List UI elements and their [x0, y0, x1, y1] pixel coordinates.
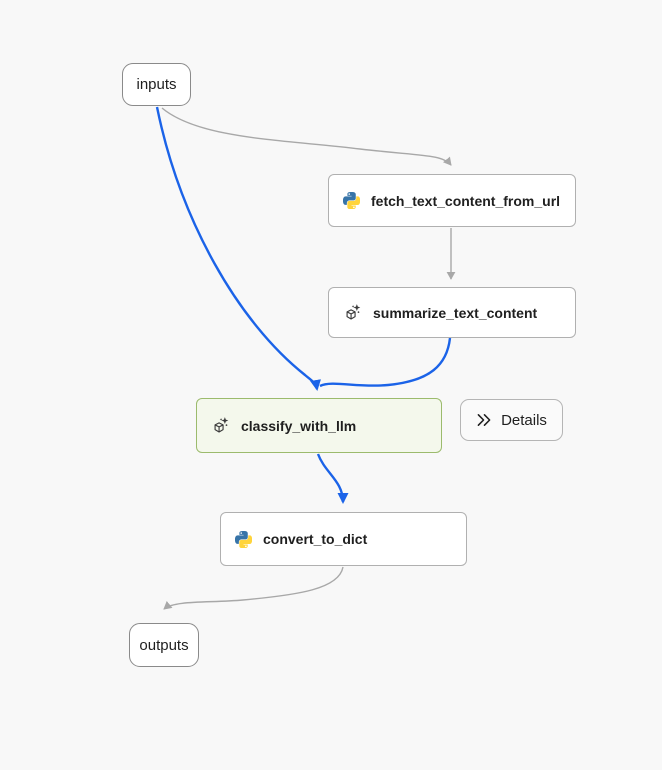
node-summarize-label: summarize_text_content — [373, 304, 538, 321]
details-button-label: Details — [501, 411, 547, 429]
details-button[interactable]: Details — [460, 399, 563, 441]
node-outputs-label: outputs — [139, 636, 189, 654]
node-fetch-text-content-from-url[interactable]: fetch_text_content_from_url — [328, 174, 576, 227]
node-fetch-label: fetch_text_content_from_url — [371, 192, 561, 209]
node-summarize-text-content[interactable]: summarize_text_content — [328, 287, 576, 338]
llm-icon — [211, 416, 230, 435]
node-classify-label: classify_with_llm — [241, 417, 357, 434]
node-inputs[interactable]: inputs — [122, 63, 191, 106]
edge-convert-to-outputs — [163, 566, 344, 610]
llm-icon — [343, 303, 362, 322]
edge-inputs-to-fetch — [161, 107, 452, 166]
edge-inputs-to-classify — [155, 106, 321, 391]
node-outputs[interactable]: outputs — [129, 623, 199, 667]
node-classify-with-llm[interactable]: classify_with_llm — [196, 398, 442, 453]
edge-classify-to-convert — [316, 453, 349, 504]
node-inputs-label: inputs — [136, 76, 177, 93]
python-icon — [343, 192, 360, 209]
node-convert-label: convert_to_dict — [263, 531, 368, 547]
node-convert-to-dict[interactable]: convert_to_dict — [220, 512, 467, 566]
python-icon — [235, 530, 252, 548]
double-chevron-right-icon — [476, 413, 492, 427]
edge-summarize-to-classify — [319, 337, 452, 388]
